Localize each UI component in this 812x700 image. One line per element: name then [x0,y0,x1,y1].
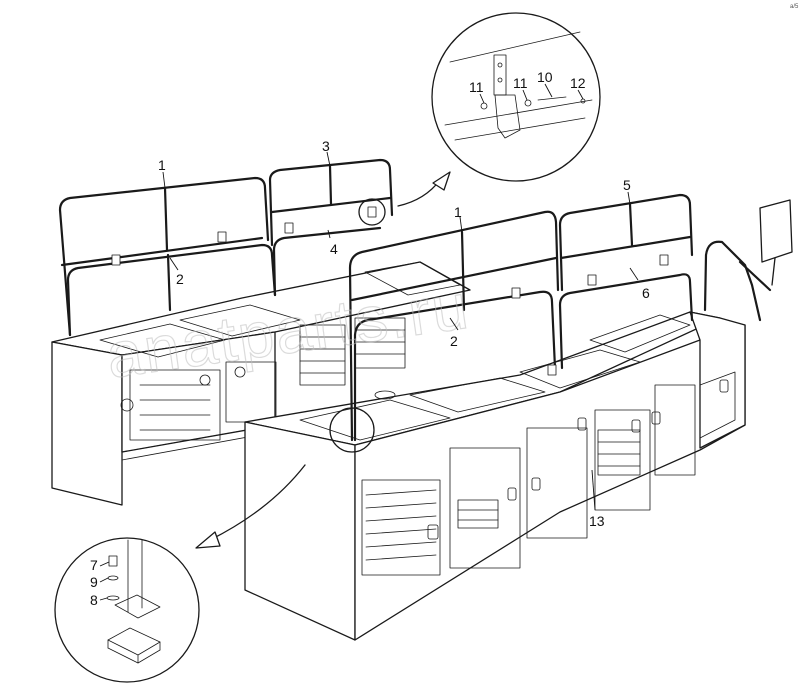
callout-1-left: 1 [158,157,166,173]
callout-13: 13 [589,513,605,529]
corner-mark: a/5 [790,4,799,10]
watermark: anatparts.ru [102,270,474,392]
callout-2-left: 2 [176,271,184,287]
railings [58,158,793,442]
callout-11-right: 11 [513,75,528,91]
detail-base [54,537,200,683]
rail-brackets [111,198,669,453]
callout-6: 6 [642,285,650,301]
callout-2-center: 2 [450,333,458,349]
callout-3: 3 [322,138,330,154]
callout-12: 12 [570,75,586,91]
callout-8: 8 [90,592,98,608]
callout-4: 4 [330,241,338,257]
callout-7: 7 [90,557,98,573]
callout-10: 10 [537,69,553,85]
detail-hinge [431,12,601,182]
callout-5: 5 [623,177,631,193]
callout-11-left: 11 [469,79,484,95]
callout-1-center: 1 [454,204,462,220]
callout-9: 9 [90,574,98,590]
base-highlight-circle [329,407,375,453]
detail-arrow-bottom [209,464,306,541]
detail-highlight-circle [358,198,386,226]
callouts: 1 2 3 4 1 2 5 6 13 11 11 10 12 7 9 8 [90,69,650,608]
